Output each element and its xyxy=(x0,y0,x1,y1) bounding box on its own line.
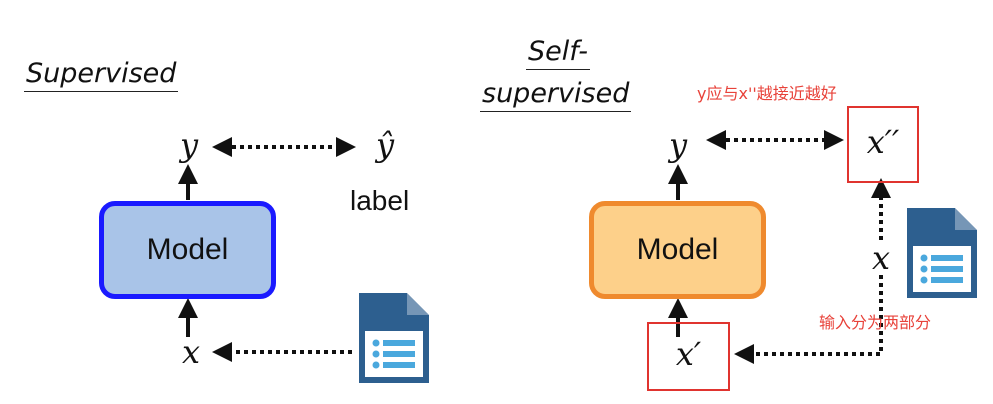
supervised-output-y: y xyxy=(179,126,199,164)
document-icon xyxy=(359,293,429,383)
self-supervised-title-line2: supervised xyxy=(480,78,632,112)
self-supervised-title-line1: Self- xyxy=(526,36,591,70)
ss-model-label: Model xyxy=(636,233,719,266)
ss-model-box: Model xyxy=(589,201,766,299)
ss-input-x-prime: x′ xyxy=(675,335,702,373)
ss-split-down-dotted-arrow xyxy=(734,275,883,364)
target-highlight-box xyxy=(847,106,919,183)
supervised-title: Supervised xyxy=(24,58,179,92)
note-top: y应与x''越接近越好 xyxy=(697,84,837,103)
supervised-target-yhat: ŷ xyxy=(375,126,395,164)
ss-output-y: y xyxy=(668,126,688,164)
ss-split-x: x xyxy=(871,239,891,277)
supervised-model-label: Model xyxy=(146,233,229,266)
supervised-input-x: x xyxy=(181,333,201,371)
ss-target-x-double-prime: x′′ xyxy=(866,123,900,161)
document-icon xyxy=(907,208,977,298)
note-split: 输入分为两部分 xyxy=(819,313,932,332)
supervised-model-box: Model xyxy=(99,201,276,299)
label-caption: label xyxy=(350,185,410,216)
input-highlight-box xyxy=(647,322,730,391)
